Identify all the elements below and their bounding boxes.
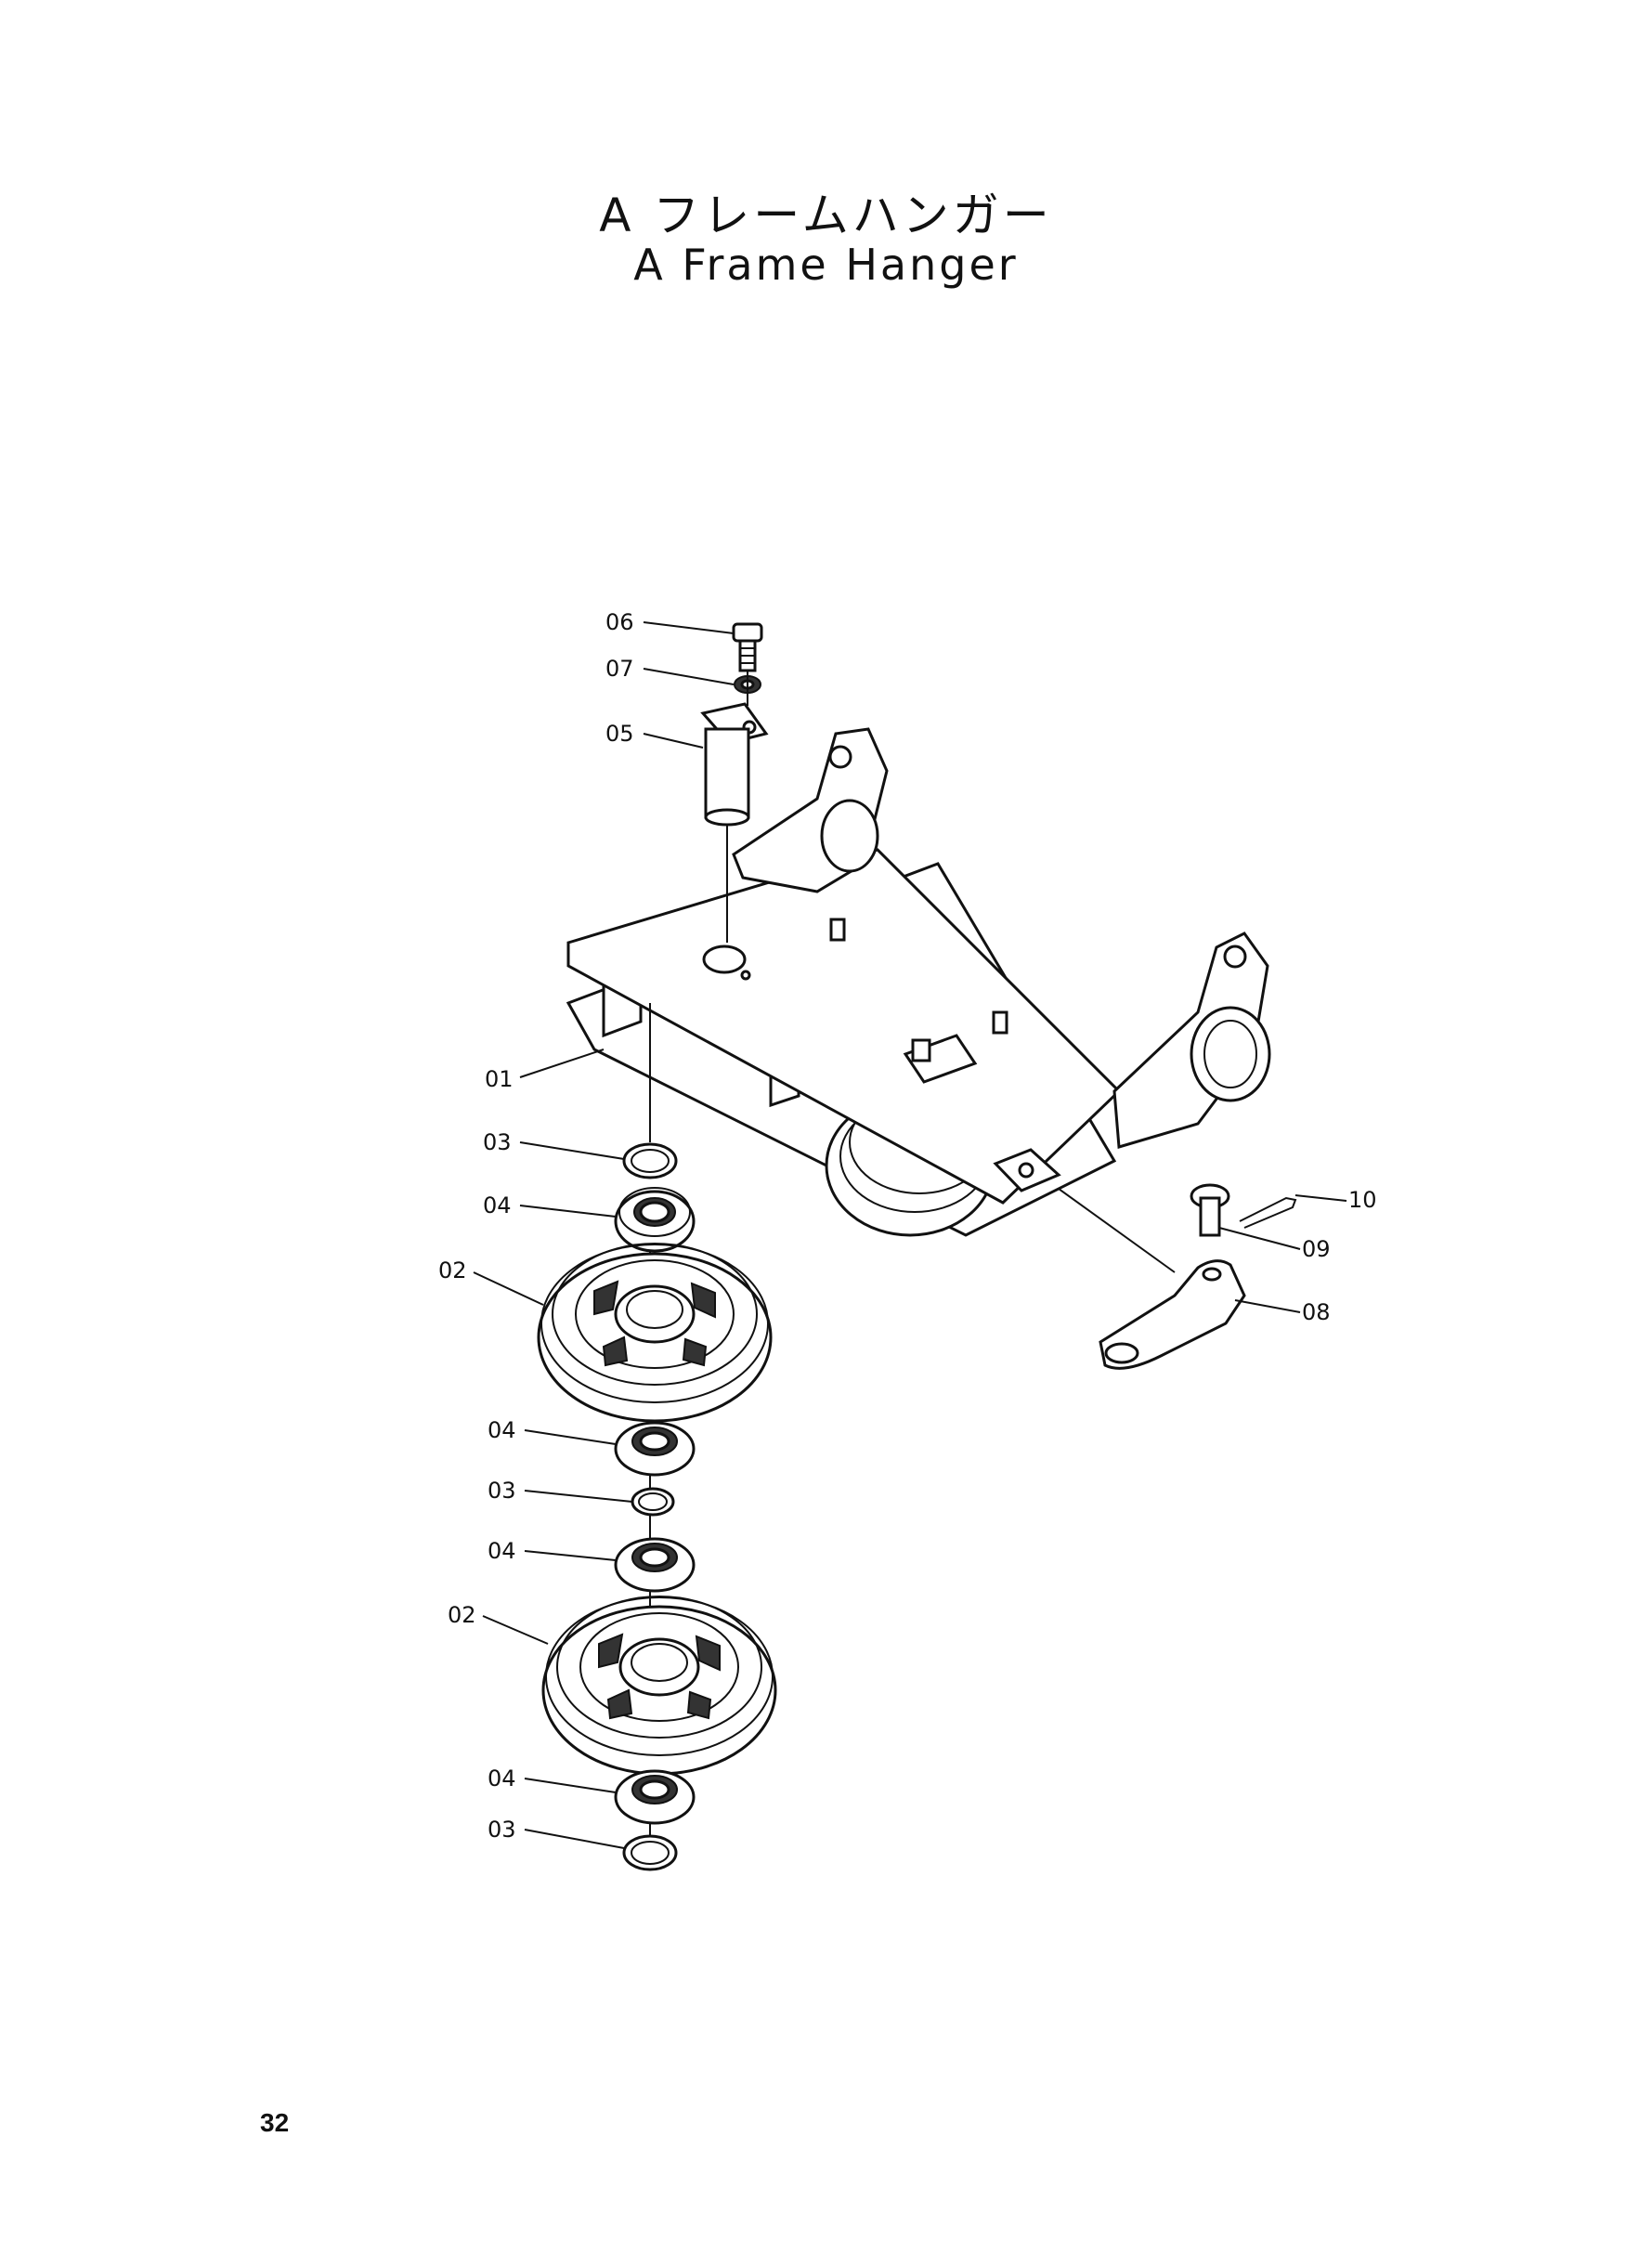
callout-04: 04: [483, 1192, 512, 1218]
callout-06: 06: [605, 609, 634, 635]
bearing: [614, 1769, 696, 1825]
leader-line: [524, 1429, 617, 1445]
sheave: [537, 1243, 773, 1423]
callout-03: 03: [483, 1129, 512, 1155]
callout-04: 04: [488, 1765, 516, 1791]
leader-line: [1234, 1299, 1301, 1313]
assembly-line: [1058, 1188, 1176, 1273]
leader-line: [643, 668, 735, 685]
callout-09: 09: [1302, 1236, 1331, 1262]
callout-02: 02: [448, 1602, 476, 1628]
a-frame-body: [566, 727, 1271, 1237]
leader-line: [524, 1550, 617, 1561]
spacer-ring: [622, 1142, 678, 1179]
leader-line: [519, 1141, 625, 1160]
stopper: [1099, 1259, 1246, 1370]
callout-03: 03: [488, 1817, 516, 1843]
callout-01: 01: [485, 1066, 514, 1092]
callout-03: 03: [488, 1478, 516, 1504]
pin: [1190, 1183, 1230, 1237]
callout-02: 02: [438, 1257, 467, 1283]
callout-10: 10: [1348, 1187, 1377, 1213]
leader-line: [524, 1829, 625, 1849]
cotter-pin: [1239, 1196, 1297, 1229]
leader-line: [524, 1490, 633, 1503]
bearing: [614, 1187, 696, 1253]
leader-line: [643, 621, 735, 634]
callout-08: 08: [1302, 1299, 1331, 1325]
sheave: [541, 1596, 777, 1776]
callout-04: 04: [488, 1538, 516, 1564]
callout-04: 04: [488, 1417, 516, 1443]
callout-05: 05: [605, 721, 634, 747]
spacer-ring: [631, 1487, 675, 1517]
bearing: [614, 1537, 696, 1593]
pin: [700, 702, 769, 827]
leader-line: [524, 1778, 617, 1793]
spacer-ring: [622, 1834, 678, 1871]
title-japanese: A フレームハンガー: [599, 189, 1053, 242]
leader-line: [519, 1205, 617, 1218]
leader-line: [1218, 1227, 1301, 1250]
title-english: A Frame Hanger: [633, 240, 1019, 290]
leader-line: [473, 1271, 544, 1306]
leader-line: [1294, 1194, 1347, 1202]
leader-line: [519, 1049, 605, 1078]
bolt: [732, 622, 763, 672]
leader-line: [643, 733, 704, 749]
leader-line: [482, 1615, 549, 1645]
page-number: 32: [260, 2108, 290, 2137]
bearing: [614, 1421, 696, 1477]
callout-07: 07: [605, 656, 634, 682]
